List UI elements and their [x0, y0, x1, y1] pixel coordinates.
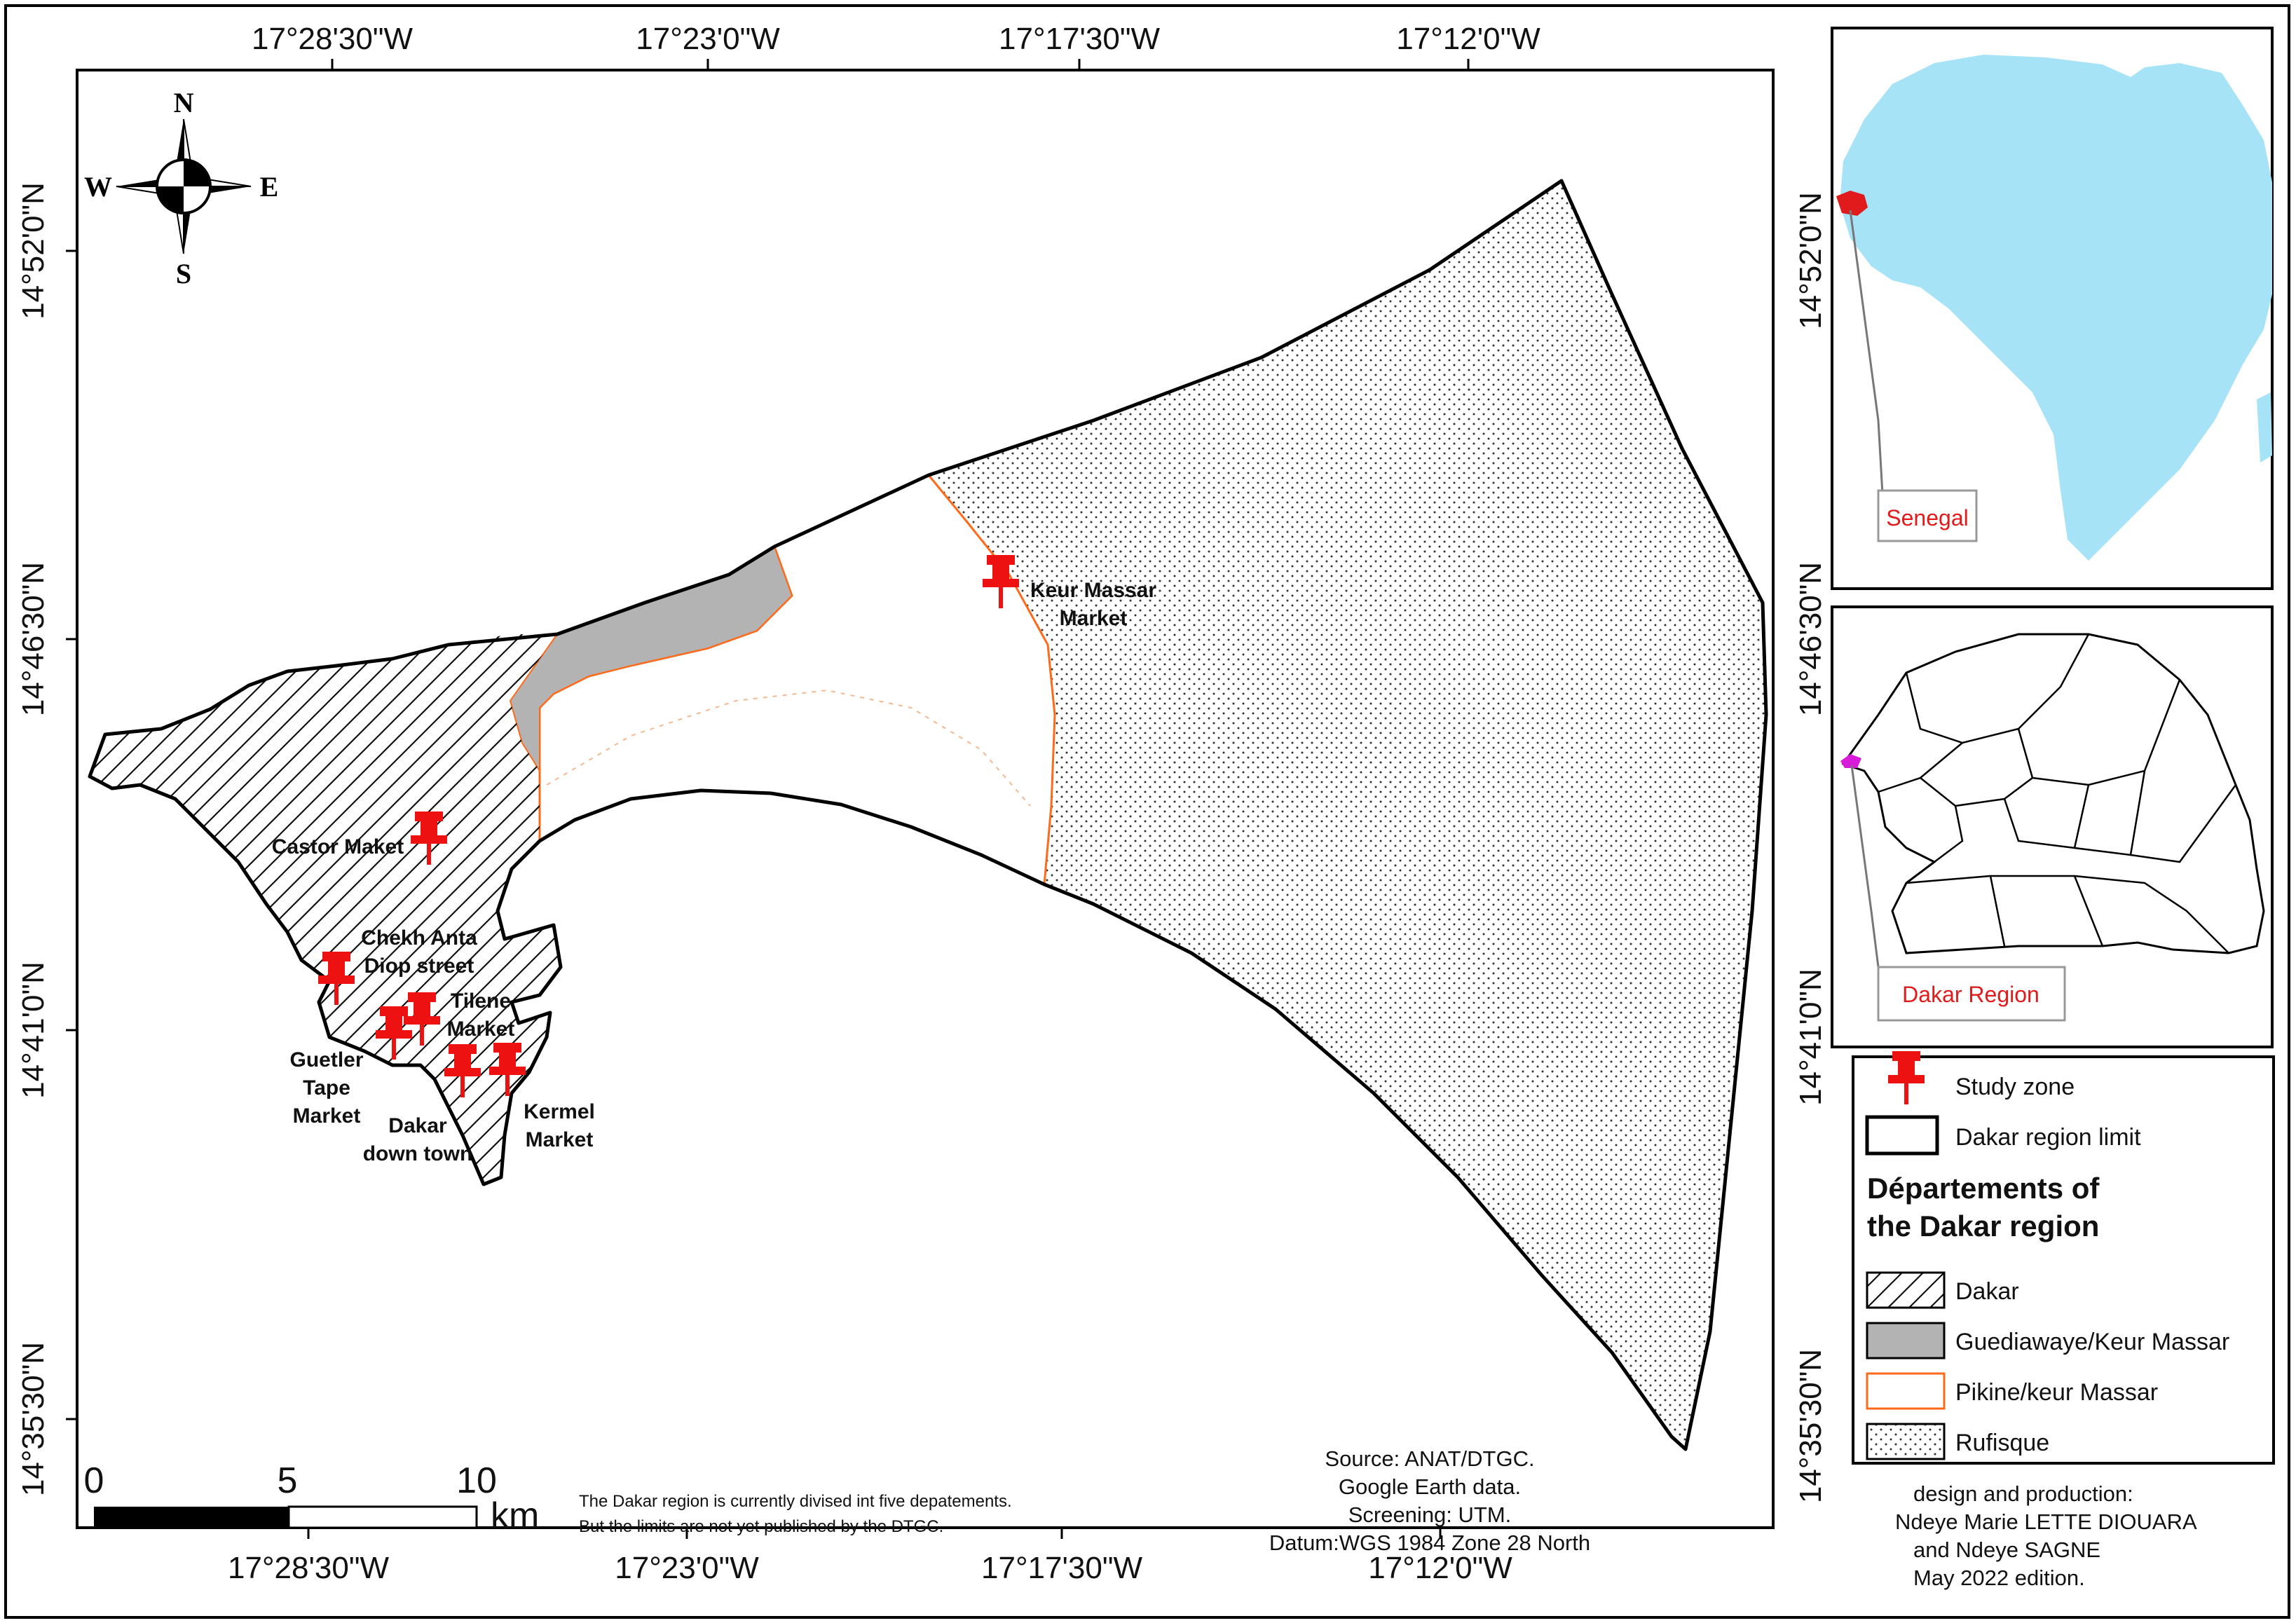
graticule-ticks	[66, 59, 1470, 1539]
legend-pikine: Pikine/keur Massar	[1955, 1379, 2158, 1406]
svg-text:14°35'30"N: 14°35'30"N	[1793, 1349, 1828, 1503]
scale-bar: 0 5 10 km	[84, 1460, 540, 1536]
compass-rose-icon: N S E W	[84, 87, 278, 289]
dakar-highlight	[1840, 754, 1861, 768]
marker-label: Market	[293, 1104, 361, 1128]
marker-label: Market	[1060, 607, 1128, 630]
marker-label: Dakar	[388, 1114, 447, 1137]
marker-label: Castor Maket	[272, 835, 404, 858]
svg-text:May 2022 edition.: May 2022 edition.	[1913, 1566, 2085, 1590]
legend-pikine-swatch	[1866, 1372, 1946, 1410]
legend-guediawaye-swatch	[1866, 1322, 1946, 1360]
svg-text:Ndeye Marie LETTE DIOUARA: Ndeye Marie LETTE DIOUARA	[1895, 1509, 2197, 1534]
marker-label: Guetler	[289, 1048, 363, 1071]
marker-label: Keur Massar	[1030, 579, 1156, 602]
legend-region-limit-swatch	[1865, 1115, 1939, 1156]
svg-text:14°46'30"N: 14°46'30"N	[1793, 562, 1828, 716]
source-line: Screening: UTM.	[1348, 1502, 1512, 1527]
scale-unit: km	[491, 1495, 539, 1536]
svg-text:14°52'0"N: 14°52'0"N	[1793, 192, 1828, 329]
note-line: But the limits are not yet published by …	[579, 1517, 943, 1536]
marker-label: Tilene	[451, 989, 511, 1013]
outer-frame	[4, 4, 2290, 1619]
inset-leader-line	[1850, 765, 1880, 968]
dakar-department	[90, 634, 561, 1184]
marker-label: Market	[526, 1128, 594, 1151]
marker-label: Kermel	[524, 1100, 595, 1123]
marker-label: Tape	[303, 1076, 350, 1100]
svg-text:17°12'0"W: 17°12'0"W	[1368, 1551, 1512, 1585]
marker-label: Market	[447, 1018, 515, 1041]
legend-rufisque-swatch	[1866, 1423, 1946, 1460]
graticule-labels: 17°28'30"W 17°23'0"W 17°17'30"W 17°12'0"…	[16, 22, 1828, 1585]
svg-text:14°35'30"N: 14°35'30"N	[16, 1342, 50, 1496]
inset-africa: Senegal	[1831, 27, 2274, 590]
svg-text:W: W	[84, 171, 112, 203]
scale-label-5: 5	[278, 1460, 298, 1501]
svg-text:S: S	[176, 258, 191, 289]
svg-text:17°28'30"W: 17°28'30"W	[252, 22, 413, 56]
source-line: Datum:WGS 1984 Zone 28 North	[1269, 1530, 1590, 1555]
legend-title: Départements of	[1867, 1172, 2100, 1205]
svg-text:14°41'0"N: 14°41'0"N	[16, 961, 50, 1099]
marker-label: down town	[363, 1142, 473, 1165]
scale-label-0: 0	[84, 1460, 104, 1501]
inset-leader-line	[1849, 210, 1885, 519]
svg-text:17°17'30"W: 17°17'30"W	[981, 1551, 1142, 1585]
svg-text:17°23'0"W: 17°23'0"W	[636, 22, 780, 56]
svg-text:17°17'30"W: 17°17'30"W	[999, 22, 1160, 56]
senegal-highlight	[1836, 191, 1868, 216]
senegal-regions	[1878, 634, 2237, 954]
marker-label: Diop street	[364, 954, 474, 978]
scale-label-10: 10	[456, 1460, 497, 1501]
svg-text:and Ndeye SAGNE: and Ndeye SAGNE	[1913, 1538, 2100, 1562]
marker-label: Chekh Anta	[361, 926, 477, 950]
legend: Study zone Dakar region limit Départemen…	[1852, 1051, 2275, 1465]
svg-text:14°52'0"N: 14°52'0"N	[16, 182, 50, 320]
inset-senegal: Dakar Region	[1831, 605, 2274, 1048]
dakar-region-label-box	[1877, 966, 2066, 1022]
madagascar-landmass	[2257, 392, 2272, 463]
legend-dakar: Dakar	[1955, 1278, 2019, 1305]
main-map: Keur Massar Market Castor Maket Chekh An…	[66, 59, 1775, 1555]
senegal-label: Senegal	[1886, 505, 1968, 530]
svg-text:14°46'30"N: 14°46'30"N	[16, 562, 50, 716]
credits: design and production: Ndeye Marie LETTE…	[1895, 1481, 2197, 1590]
dakar-region-limit	[88, 179, 1768, 1451]
svg-text:17°12'0"W: 17°12'0"W	[1396, 22, 1540, 56]
rufisque-department	[929, 181, 1766, 1449]
source-line: Source: ANAT/DTGC.	[1325, 1446, 1534, 1471]
legend-rufisque: Rufisque	[1955, 1430, 2049, 1456]
legend-dakar-swatch	[1866, 1271, 1946, 1309]
africa-landmass	[1840, 55, 2272, 561]
legend-study-zone: Study zone	[1955, 1074, 2075, 1100]
senegal-label-box	[1877, 489, 1978, 542]
note-line: The Dakar region is currently divised in…	[579, 1492, 1012, 1511]
legend-title: the Dakar region	[1867, 1210, 2099, 1242]
svg-text:design and production:: design and production:	[1913, 1481, 2133, 1506]
legend-guediawaye: Guediawaye/Keur Massar	[1955, 1329, 2229, 1355]
svg-text:N: N	[174, 87, 194, 118]
legend-region-limit: Dakar region limit	[1955, 1124, 2141, 1151]
svg-text:17°28'30"W: 17°28'30"W	[228, 1551, 389, 1585]
svg-text:14°41'0"N: 14°41'0"N	[1793, 968, 1828, 1106]
source-line: Google Earth data.	[1339, 1474, 1521, 1499]
svg-text:E: E	[260, 171, 279, 203]
svg-text:17°23'0"W: 17°23'0"W	[615, 1551, 759, 1585]
dakar-region-label: Dakar Region	[1902, 982, 2039, 1007]
